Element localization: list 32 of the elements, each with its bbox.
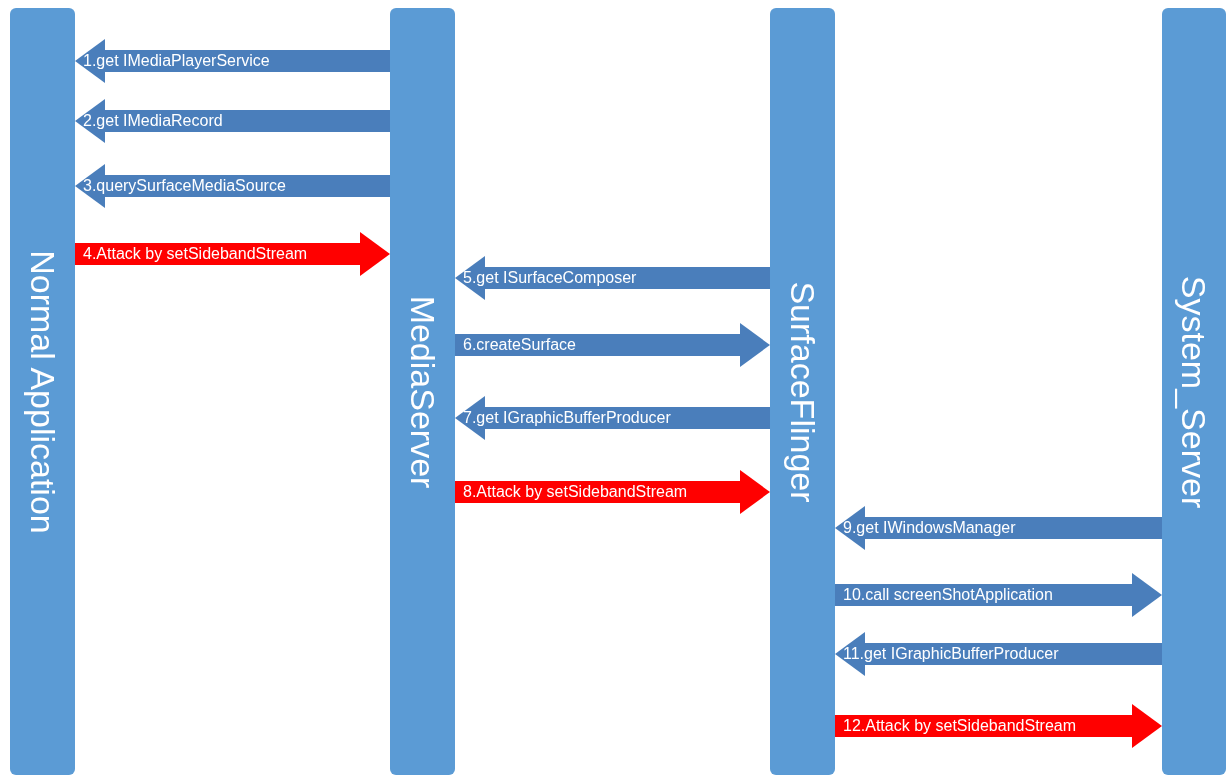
edge-label: 4.Attack by setSidebandStream	[83, 245, 308, 263]
lifeline-bar	[10, 8, 75, 775]
edge-label: 2.get IMediaRecord	[83, 112, 223, 130]
edge-label: 5.get ISurfaceComposer	[463, 269, 637, 287]
lifeline-label: MediaServer	[405, 295, 440, 488]
block-arrow	[835, 573, 1162, 617]
block-arrow	[835, 632, 1162, 676]
edge-label: 12.Attack by setSidebandStream	[843, 717, 1077, 735]
edge-label: 9.get IWindowsManager	[843, 519, 1016, 537]
block-arrow	[455, 470, 770, 514]
edge-label: 1.get IMediaPlayerService	[83, 52, 270, 70]
block-arrow	[75, 164, 390, 208]
edge-label: 8.Attack by setSidebandStream	[463, 483, 688, 501]
block-arrow	[75, 39, 390, 83]
block-arrow	[455, 256, 770, 300]
block-arrow	[835, 704, 1162, 748]
block-arrow	[75, 232, 390, 276]
lifeline-label: SurfaceFlinger	[785, 280, 820, 503]
edge-label: 7.get IGraphicBufferProducer	[463, 409, 671, 427]
lifeline-bar	[390, 8, 455, 775]
edge-label: 10.call screenShotApplication	[843, 586, 1053, 604]
block-arrow	[455, 323, 770, 367]
edge-label: 11.get IGraphicBufferProducer	[843, 645, 1059, 663]
lifeline-label: System_Server	[1177, 275, 1211, 508]
lifeline-label: Normal Application	[25, 249, 60, 534]
block-arrow	[75, 99, 390, 143]
edge-label: 3.querySurfaceMediaSource	[83, 177, 286, 195]
lifeline-bar	[770, 8, 835, 775]
edge-label: 6.createSurface	[463, 336, 576, 354]
block-arrow	[835, 506, 1162, 550]
block-arrow	[455, 396, 770, 440]
lifeline-bar	[1162, 8, 1226, 775]
